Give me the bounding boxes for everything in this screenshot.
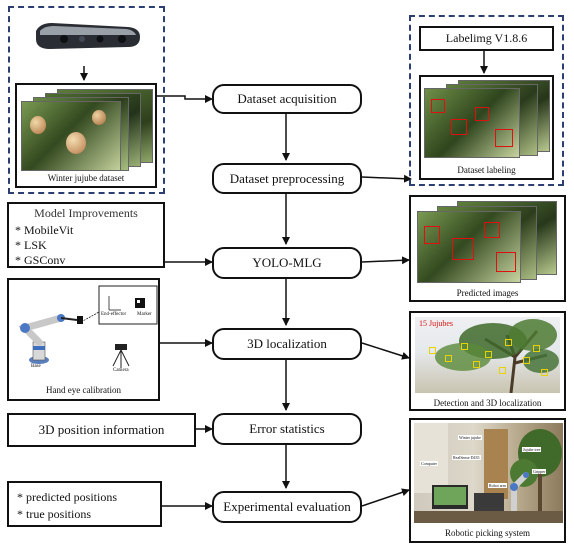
depth-camera-icon <box>30 17 146 57</box>
gripper-tag: Gripper <box>532 469 547 474</box>
localized-jujube <box>429 347 436 354</box>
step-label: 3D localization <box>247 336 327 351</box>
localized-jujube <box>473 361 480 368</box>
step-dataset-acquisition: Dataset acquisition <box>212 84 362 114</box>
label-box <box>475 107 489 121</box>
end-effector-label: End-effector <box>101 312 127 317</box>
prediction-box <box>496 252 516 272</box>
prediction-box <box>452 238 474 260</box>
jujube-fruit <box>30 116 46 134</box>
jujube-count-label: 15 Jujubes <box>419 319 453 328</box>
model-improvements-title: Model Improvements <box>34 206 138 220</box>
localized-jujube <box>541 369 548 376</box>
hand-eye-caption: Hand eye calibration <box>46 385 121 395</box>
detection-localization-box: 15 Jujubes Detection and 3D localization <box>409 311 566 411</box>
labelimg-tool-box: Labelimg V1.8.6 <box>419 26 554 51</box>
predicted-images-box: Predicted images <box>409 195 566 302</box>
evaluation-input-item: * predicted positions <box>17 490 117 504</box>
labelimg-label: Labelimg V1.8.6 <box>445 31 528 45</box>
dataset-caption: Winter jujube dataset <box>47 173 125 183</box>
hand-eye-calibration-box: End-effector Marker Base Camera Hand eye… <box>7 278 160 401</box>
dataset-labeling-panel <box>409 15 564 186</box>
arrow-dataset-to-acq <box>157 95 213 103</box>
localized-jujube <box>505 339 512 346</box>
winter-jujube-tag: Winter jujube <box>458 435 482 440</box>
arrow-3d-to-detection <box>361 342 410 360</box>
step-error-statistics: Error statistics <box>212 413 362 445</box>
localized-jujube <box>485 351 492 358</box>
arrow-pre-to-labeling <box>361 174 412 183</box>
step-3d-localization: 3D localization <box>212 328 362 360</box>
robot-photo: Winter jujube RealSense D435 Jujube tree… <box>414 423 563 523</box>
predicted-photo <box>417 211 521 283</box>
localized-jujube <box>445 355 452 362</box>
step-label: Experimental evaluation <box>223 499 351 514</box>
localized-jujube <box>523 357 530 364</box>
dataset-acquisition-panel <box>8 6 165 194</box>
dataset-photo <box>21 101 121 171</box>
position-information-box: 3D position information <box>7 413 196 447</box>
step-label: Error statistics <box>249 421 325 436</box>
jujube-fruit <box>66 132 86 154</box>
evaluation-inputs-box: * predicted positions * true positions <box>7 481 162 527</box>
step-label: Dataset preprocessing <box>229 170 345 186</box>
prediction-box <box>424 226 440 244</box>
improvement-item: * GSConv <box>15 253 66 267</box>
localization-photo: 15 Jujubes <box>415 317 560 393</box>
base-label: Base <box>31 364 41 369</box>
winter-jujube-dataset-box: Winter jujube dataset <box>15 83 157 188</box>
computer-tag: Computer <box>420 461 438 466</box>
arrow-yolo-to-predicted <box>361 256 410 265</box>
arrow-eval-to-robot <box>361 488 410 507</box>
label-box <box>431 99 445 113</box>
hand-eye-diagram <box>18 285 158 368</box>
improvement-item: * MobileVit <box>15 223 74 237</box>
position-information-label: 3D position information <box>38 422 165 437</box>
evaluation-input-item: * true positions <box>17 507 91 521</box>
step-label: YOLO-MLG <box>252 255 322 270</box>
localized-jujube <box>461 343 468 350</box>
step-label: Dataset acquisition <box>237 91 337 106</box>
camera-label: Camera <box>113 368 129 373</box>
step-experimental-evaluation: Experimental evaluation <box>212 491 362 523</box>
step-yolo-mlg: YOLO-MLG <box>212 247 362 279</box>
jujube-fruit <box>92 110 106 125</box>
localized-jujube <box>499 367 506 374</box>
realsense-tag: RealSense D435 <box>452 455 481 460</box>
robotic-picking-box: Winter jujube RealSense D435 Jujube tree… <box>409 418 566 543</box>
predicted-images-caption: Predicted images <box>456 288 519 298</box>
marker-label: Marker <box>137 312 152 317</box>
improvement-item: * LSK <box>15 238 47 252</box>
localized-jujube <box>533 345 540 352</box>
labeled-photo <box>424 88 520 158</box>
model-improvements-box: Model Improvements * MobileVit * LSK * G… <box>7 202 165 268</box>
label-box <box>451 119 467 135</box>
robotic-picking-caption: Robotic picking system <box>445 528 530 538</box>
label-box <box>495 129 513 147</box>
step-dataset-preprocessing: Dataset preprocessing <box>212 163 362 194</box>
detection-localization-caption: Detection and 3D localization <box>433 398 542 408</box>
prediction-box <box>484 222 500 238</box>
robot-arm-tag: Robot arm <box>488 483 507 488</box>
jujube-tree-tag: Jujube tree <box>522 447 542 452</box>
dataset-labeling-box: Dataset labeling <box>419 75 554 180</box>
dataset-labeling-caption: Dataset labeling <box>457 165 516 175</box>
